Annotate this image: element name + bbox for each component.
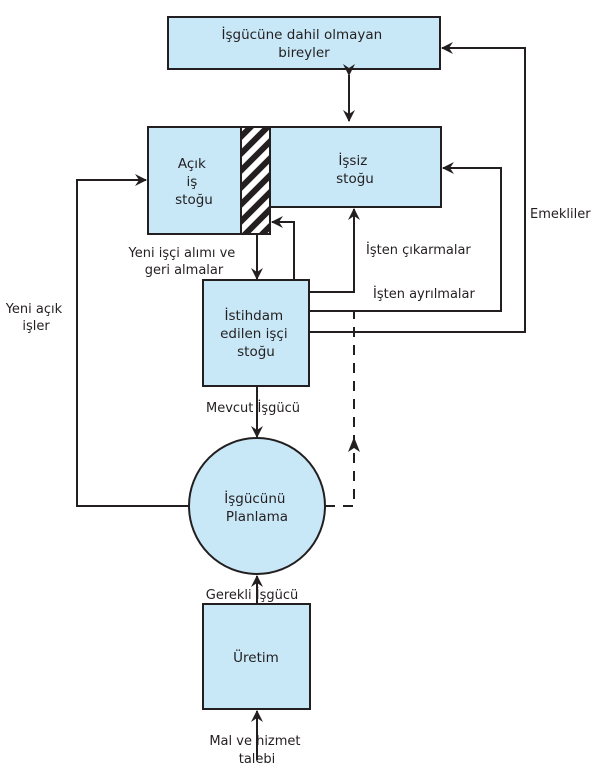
retirements-arrow [309, 42, 526, 333]
required-labor-label: Gerekli İşgücü [206, 587, 299, 603]
dashed-arrowhead [348, 437, 360, 452]
layoffs-label: İşten çıkarmalar [366, 242, 471, 258]
quits-label: İşten ayrılmalar [373, 286, 476, 302]
employed-box [202, 279, 310, 387]
demand-label: Mal ve hizmet talebi [209, 734, 304, 767]
retirements-label: Emekliler [530, 207, 591, 222]
not-in-labor-force-label: İşgücüne dahil olmayan bireyler [221, 25, 386, 61]
planning-label: İşgücünü Planlama [224, 489, 290, 525]
not-in-labor-force-box [167, 16, 441, 70]
production-label: Üretim [233, 648, 279, 666]
quits-arrow [309, 162, 502, 312]
layoffs-arrow [309, 208, 360, 293]
open-jobs-label: Açık iş stoğu [175, 156, 213, 208]
unemployed-box [269, 126, 442, 208]
production-box [202, 603, 311, 710]
employed-label: İstihdam edilen işçi stoğu [220, 306, 292, 360]
planning-feedback-dashed-line [325, 312, 355, 507]
hires-recalls-label: Yeni işçi alımı ve geri almalar [128, 246, 240, 278]
current-labor-label: Mevcut İşgücü [206, 400, 300, 416]
new-openings-arrow [76, 174, 189, 507]
open-jobs-box [147, 126, 242, 235]
new-openings-label: Yeni açık işler [5, 302, 67, 334]
unemployed-label: İşsiz stoğu [336, 151, 374, 187]
employed-to-vacancy-arrow [271, 216, 295, 280]
vacancy-hatch [240, 126, 271, 235]
